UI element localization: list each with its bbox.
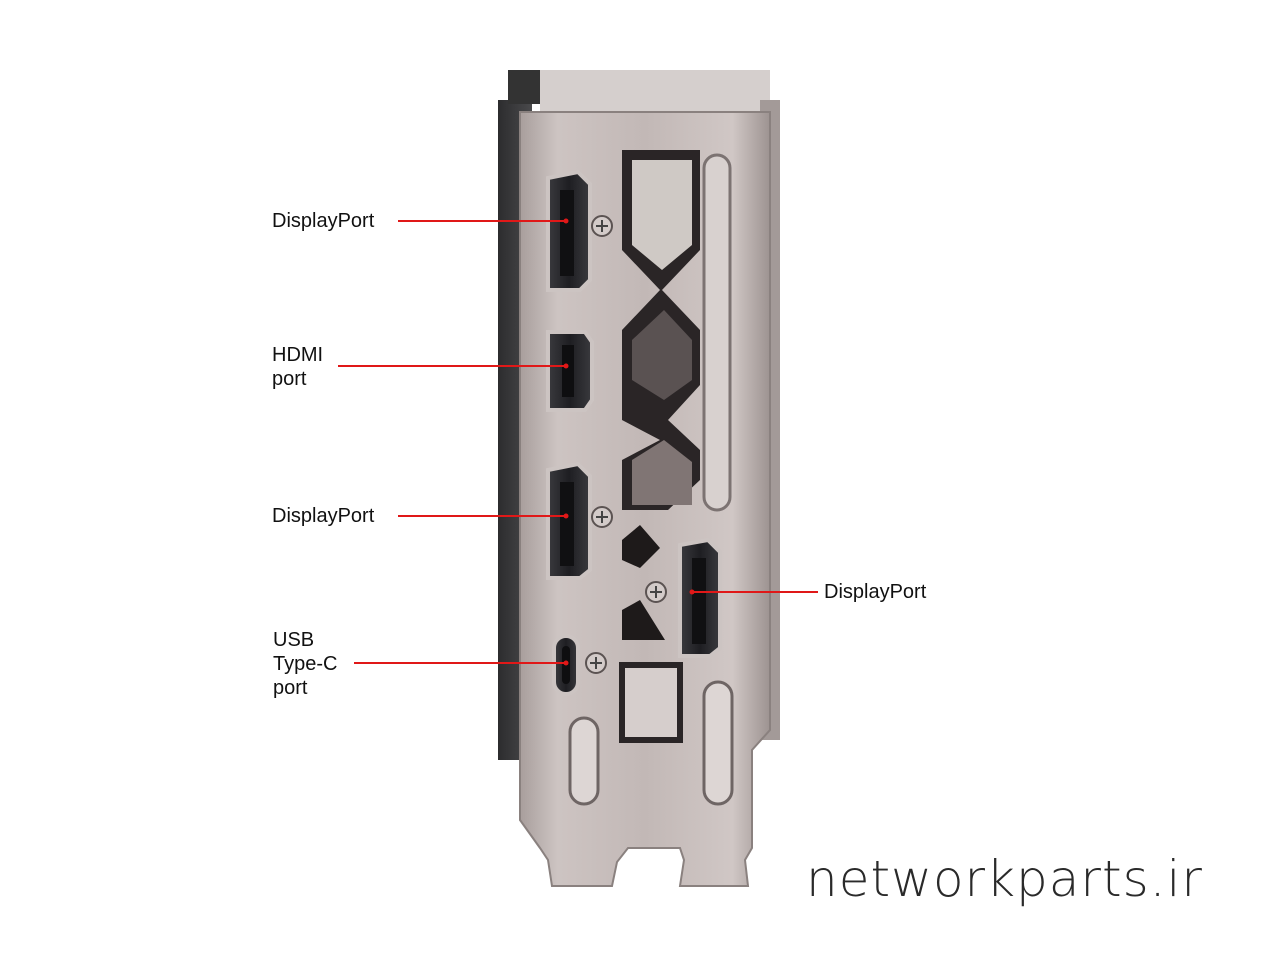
label-hdmi-line1: HDMI (272, 344, 324, 366)
label-hdmi-line2: port (272, 368, 307, 390)
displayport-connector-top (546, 169, 592, 292)
displayport-connector-middle (546, 461, 592, 580)
label-displayport-top: DisplayPort (272, 210, 375, 232)
callout-dots (563, 218, 695, 666)
label-usbc-line2: Type-C (273, 653, 338, 675)
screw-icon (585, 652, 607, 674)
displayport-connector-right (678, 537, 722, 658)
label-usbc-line1: USB (273, 629, 315, 651)
callout-lines (338, 220, 818, 664)
screw-icon (591, 506, 613, 528)
label-usbc-line3: port (273, 677, 308, 699)
label-displayport-middle: DisplayPort (272, 505, 375, 527)
bracket-plate (519, 111, 771, 887)
hdmi-connector (546, 330, 594, 412)
label-displayport-right: DisplayPort (824, 581, 927, 603)
label-hdmi-port: HDMI port (272, 343, 323, 391)
watermark-logo: networkparts.ir (806, 850, 1203, 908)
screw-icon (645, 581, 667, 603)
label-usb-c-port: USB Type-C port (273, 628, 337, 700)
screw-icon (591, 215, 613, 237)
